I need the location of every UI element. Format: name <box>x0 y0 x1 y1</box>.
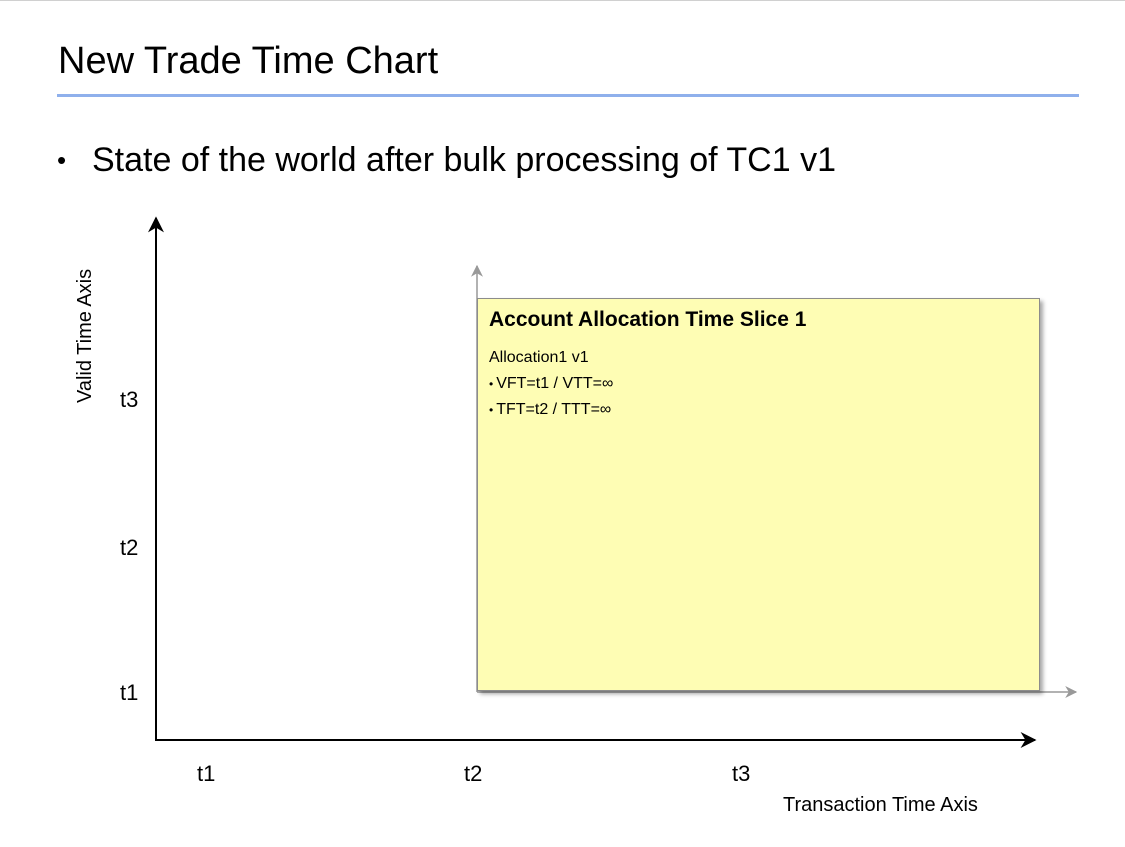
bullet-dot-icon: • <box>489 377 494 391</box>
transaction-time-range: TFT=t2 / TTT=∞ <box>496 401 612 418</box>
slide-title: New Trade Time Chart <box>58 40 439 82</box>
top-border <box>0 0 1125 1</box>
y-tick-label: t3 <box>120 387 138 412</box>
valid-time-range: VFT=t1 / VTT=∞ <box>496 375 614 392</box>
x-axis-title: Transaction Time Axis <box>783 794 978 816</box>
x-tick-label: t3 <box>732 761 750 786</box>
bullet-dot-icon: • <box>57 145 67 175</box>
account-allocation-time-slice: Account Allocation Time Slice 1 Allocati… <box>477 298 1040 691</box>
y-tick-label: t2 <box>120 535 138 560</box>
time-slice-bullet: •VFT=t1 / VTT=∞ <box>489 371 1028 397</box>
y-tick-label: t1 <box>120 680 138 705</box>
x-tick-label: t2 <box>464 761 482 786</box>
time-slice-version: Allocation1 v1 <box>489 349 589 366</box>
time-slice-title: Account Allocation Time Slice 1 <box>489 308 807 331</box>
x-tick-label: t1 <box>197 761 215 786</box>
time-slice-bullet: •TFT=t2 / TTT=∞ <box>489 397 1028 423</box>
bullet-dot-icon: • <box>489 403 494 417</box>
bullet-text: State of the world after bulk processing… <box>92 141 836 179</box>
title-underline <box>57 94 1079 97</box>
y-axis-title: Valid Time Axis <box>74 269 96 403</box>
